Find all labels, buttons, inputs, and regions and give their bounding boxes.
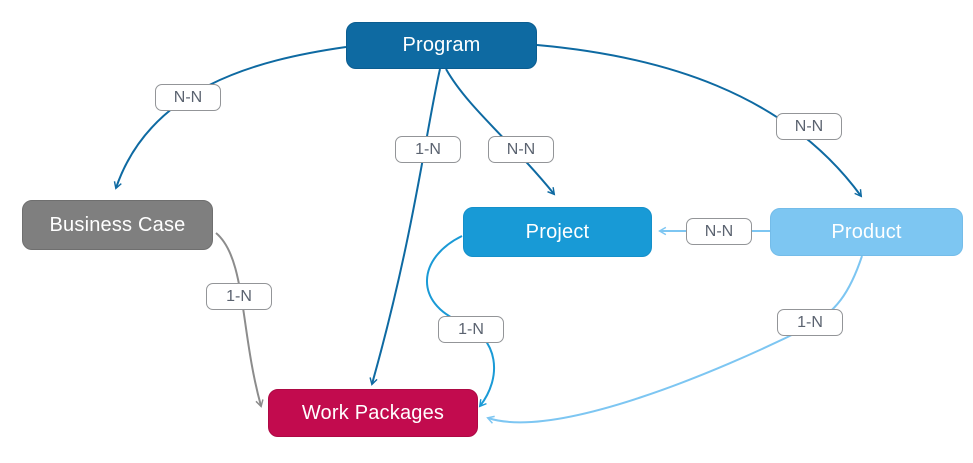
edge-label-text: 1-N [797, 313, 823, 331]
node-project: Project [463, 207, 652, 257]
edge-label-text: 1-N [226, 287, 252, 305]
edge-label-text: N-N [794, 117, 824, 135]
edge-label-text: N-N [173, 88, 203, 106]
edge-program-business-case [113, 46, 347, 190]
node-product-label: Product [831, 220, 902, 243]
edge-label-program-work-packages: 1-N [395, 136, 461, 163]
edge-label-product-work-packages: 1-N [777, 309, 843, 336]
edge-program-product [536, 44, 863, 198]
edge-program-work-packages [369, 68, 441, 386]
node-work-packages-label: Work Packages [301, 401, 445, 424]
edge-product-work-packages [486, 255, 863, 424]
edge-label-program-product: N-N [776, 113, 842, 140]
node-business-case-label: Business Case [49, 213, 186, 236]
edge-label-text: N-N [704, 222, 734, 240]
node-program-label: Program [402, 34, 481, 56]
edge-label-product-project: N-N [686, 218, 752, 245]
node-program: Program [346, 22, 537, 69]
edge-label-text: 1-N [415, 140, 441, 158]
edge-program-project [445, 68, 556, 196]
node-project-label: Project [525, 220, 590, 243]
edge-label-program-business-case: N-N [155, 84, 221, 111]
edge-label-program-project: N-N [488, 136, 554, 163]
edge-label-text: N-N [506, 140, 536, 158]
edge-label-text: 1-N [458, 320, 484, 338]
edge-business-case-work-packages [215, 232, 264, 408]
node-work-packages: Work Packages [268, 389, 478, 437]
edge-label-project-work-packages: 1-N [438, 316, 504, 343]
node-product: Product [770, 208, 963, 256]
edge-label-business-case-work-packages: 1-N [206, 283, 272, 310]
node-business-case: Business Case [22, 200, 213, 250]
